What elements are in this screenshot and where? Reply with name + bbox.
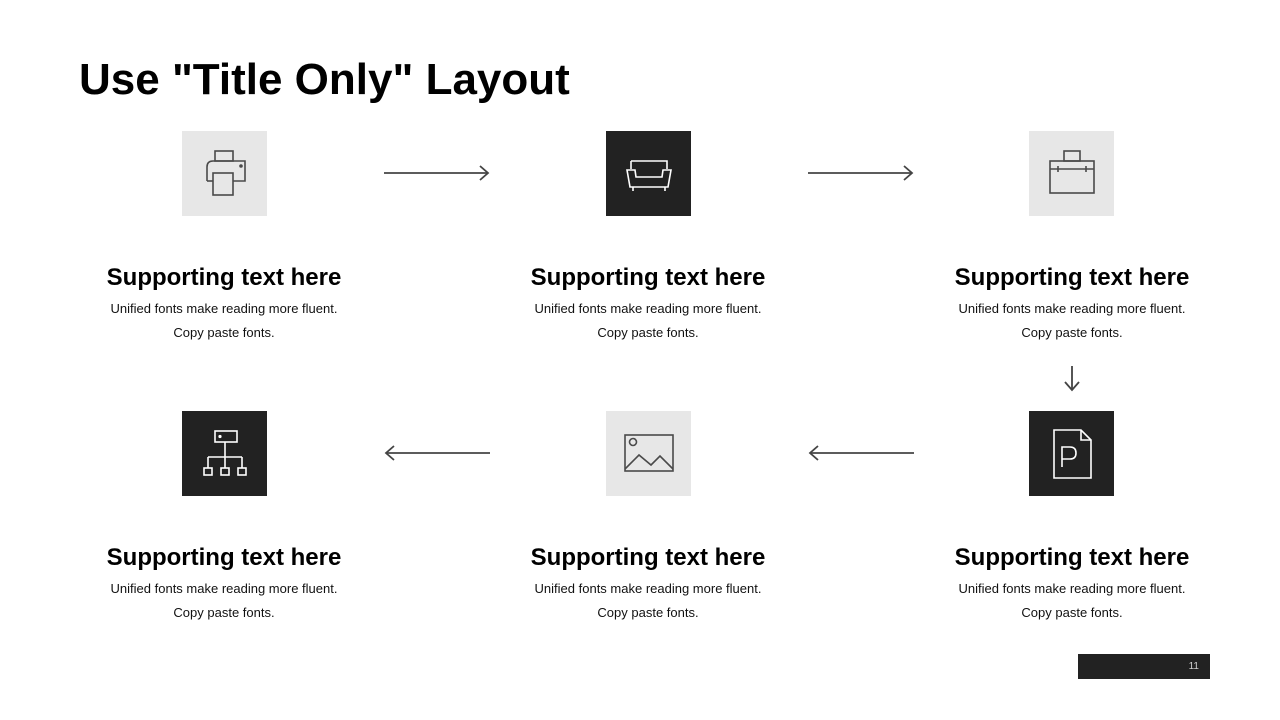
step-4-caption: Supporting text here Unified fonts make …	[922, 543, 1222, 625]
image-icon	[623, 433, 674, 472]
step-6-body: Unified fonts make reading more fluent. …	[74, 577, 374, 625]
step-5-heading: Supporting text here	[530, 544, 766, 571]
step-4-body-line-1: Unified fonts make reading more fluent.	[958, 581, 1186, 596]
arrow-left-1	[384, 445, 490, 461]
document-p-icon	[1052, 428, 1092, 479]
step-1-caption: Supporting text here Unified fonts make …	[74, 263, 374, 345]
step-6-tile	[182, 411, 267, 496]
step-3-body-line-2: Copy paste fonts.	[1021, 325, 1123, 340]
step-4-body-line-2: Copy paste fonts.	[1021, 605, 1123, 620]
step-6-body-line-1: Unified fonts make reading more fluent.	[110, 581, 338, 596]
step-2-body: Unified fonts make reading more fluent. …	[498, 297, 798, 345]
arrow-right-2	[808, 165, 914, 181]
step-6-caption: Supporting text here Unified fonts make …	[74, 543, 374, 625]
step-2-heading: Supporting text here	[530, 264, 766, 291]
step-2-tile	[606, 131, 691, 216]
step-5-body: Unified fonts make reading more fluent. …	[498, 577, 798, 625]
step-2-caption: Supporting text here Unified fonts make …	[498, 263, 798, 345]
slide-title: Use "Title Only" Layout	[79, 55, 570, 104]
step-5-caption: Supporting text here Unified fonts make …	[498, 543, 798, 625]
step-4-body: Unified fonts make reading more fluent. …	[922, 577, 1222, 625]
org-chart-icon	[202, 429, 247, 476]
step-3-tile	[1029, 131, 1114, 216]
step-4-tile	[1029, 411, 1114, 496]
step-3-body: Unified fonts make reading more fluent. …	[922, 297, 1222, 345]
step-2-body-line-2: Copy paste fonts.	[597, 325, 699, 340]
step-5-body-line-2: Copy paste fonts.	[597, 605, 699, 620]
step-6-heading: Supporting text here	[106, 544, 342, 571]
step-3-heading: Supporting text here	[954, 264, 1190, 291]
arrow-left-2	[808, 445, 914, 461]
step-1-body-line-2: Copy paste fonts.	[173, 325, 275, 340]
step-2-body-line-1: Unified fonts make reading more fluent.	[534, 301, 762, 316]
arrow-right-1	[384, 165, 490, 181]
printer-icon	[205, 149, 246, 196]
step-1-body-line-1: Unified fonts make reading more fluent.	[110, 301, 338, 316]
step-3-caption: Supporting text here Unified fonts make …	[922, 263, 1222, 345]
step-3-body-line-1: Unified fonts make reading more fluent.	[958, 301, 1186, 316]
page-number: 11	[1078, 654, 1210, 679]
step-1-body: Unified fonts make reading more fluent. …	[74, 297, 374, 345]
step-6-body-line-2: Copy paste fonts.	[173, 605, 275, 620]
step-4-heading: Supporting text here	[954, 544, 1190, 571]
step-5-tile	[606, 411, 691, 496]
briefcase-icon	[1048, 149, 1095, 194]
step-1-heading: Supporting text here	[106, 264, 342, 291]
step-1-tile	[182, 131, 267, 216]
armchair-icon	[625, 159, 672, 191]
step-5-body-line-1: Unified fonts make reading more fluent.	[534, 581, 762, 596]
arrow-down	[1064, 366, 1080, 392]
